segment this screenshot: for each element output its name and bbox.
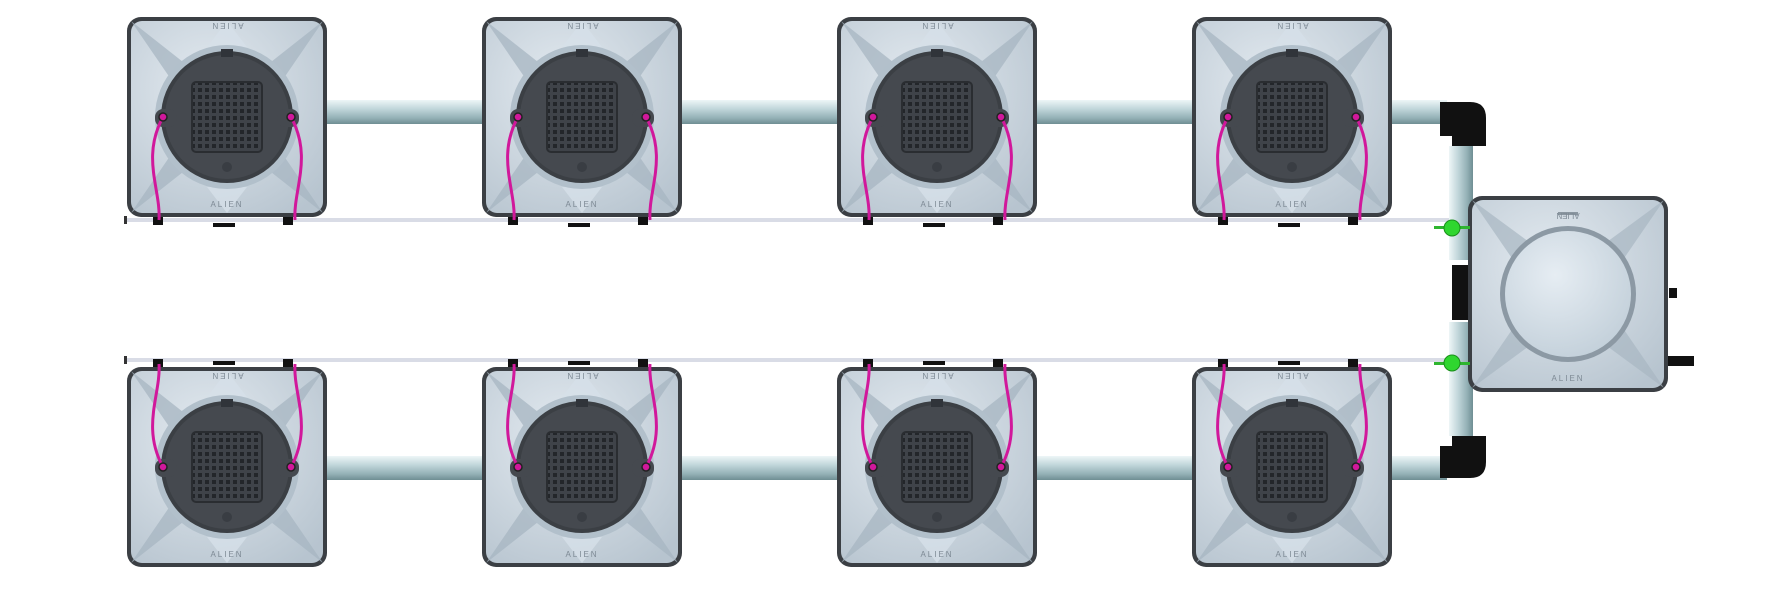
net-pot-icon bbox=[191, 431, 263, 503]
drip-line-icon bbox=[1354, 363, 1368, 468]
drip-line-icon bbox=[861, 363, 875, 468]
net-pot-icon bbox=[901, 81, 973, 153]
drip-emitter bbox=[158, 112, 168, 122]
tank-brand-label: ALIEN bbox=[1551, 374, 1584, 383]
drip-emitter bbox=[158, 462, 168, 472]
net-pot-icon bbox=[191, 81, 263, 153]
grow-pot-icon: ALIEN ALIEN bbox=[127, 359, 327, 567]
grow-pot-icon: ALIEN ALIEN bbox=[837, 359, 1037, 567]
drip-line-icon bbox=[506, 116, 520, 221]
svg-text:ALIEN: ALIEN bbox=[1275, 550, 1308, 559]
bottom-pipe-3 bbox=[1034, 456, 1194, 480]
drip-emitter bbox=[513, 112, 523, 122]
drip-emitter bbox=[1351, 462, 1361, 472]
valve-connector-icon bbox=[1443, 219, 1461, 237]
grow-pot-icon: ALIEN ALIEN bbox=[1192, 17, 1392, 227]
svg-text:ALIEN: ALIEN bbox=[920, 200, 953, 209]
drip-line-icon bbox=[151, 116, 165, 221]
drip-line-icon bbox=[644, 116, 658, 221]
net-pot-icon bbox=[1256, 431, 1328, 503]
drip-line-icon bbox=[644, 363, 658, 468]
svg-text:ALIEN: ALIEN bbox=[565, 371, 598, 380]
drip-line-icon bbox=[999, 116, 1013, 221]
valve-connector-icon bbox=[1443, 354, 1461, 372]
svg-text:ALIEN: ALIEN bbox=[920, 550, 953, 559]
pipes bbox=[324, 100, 1486, 480]
drip-line-icon bbox=[151, 363, 165, 468]
drip-emitter bbox=[868, 112, 878, 122]
valves bbox=[1434, 219, 1470, 372]
bottom-pipe-1 bbox=[324, 456, 484, 480]
net-pot-icon bbox=[901, 431, 973, 503]
top-pipe-4 bbox=[1389, 100, 1447, 124]
feed-lines bbox=[124, 216, 1452, 364]
svg-text:ALIEN: ALIEN bbox=[1275, 21, 1308, 30]
drip-emitter bbox=[996, 112, 1006, 122]
elbow-pipe-icon bbox=[1440, 436, 1486, 478]
grow-pot-icon: ALIEN ALIEN bbox=[482, 17, 682, 227]
top-feed-line bbox=[124, 218, 1452, 222]
svg-text:ALIEN: ALIEN bbox=[210, 550, 243, 559]
grow-pot-icon: ALIEN ALIEN bbox=[1192, 359, 1392, 567]
drip-emitter bbox=[1351, 112, 1361, 122]
svg-text:ALIEN: ALIEN bbox=[1275, 371, 1308, 380]
svg-text:ALIEN: ALIEN bbox=[920, 371, 953, 380]
drip-emitter bbox=[868, 462, 878, 472]
drip-emitter bbox=[641, 462, 651, 472]
drip-emitter bbox=[286, 462, 296, 472]
svg-text:ALIEN: ALIEN bbox=[210, 371, 243, 380]
net-pot-icon bbox=[1256, 81, 1328, 153]
drip-emitter bbox=[996, 462, 1006, 472]
pots-layer: ALIENALIENALIENALIENALIENALIENALIENALIEN… bbox=[127, 17, 1392, 567]
drip-line-icon bbox=[861, 116, 875, 221]
bottom-pipe-2 bbox=[679, 456, 839, 480]
top-pipe-3 bbox=[1034, 100, 1194, 124]
svg-text:ALIEN: ALIEN bbox=[210, 200, 243, 209]
drip-emitter bbox=[1223, 112, 1233, 122]
svg-text:ALIEN: ALIEN bbox=[565, 21, 598, 30]
drip-emitter bbox=[1223, 462, 1233, 472]
drip-emitter bbox=[286, 112, 296, 122]
svg-text:ALIEN: ALIEN bbox=[1275, 200, 1308, 209]
top-pipe-1 bbox=[324, 100, 484, 124]
svg-text:ALIEN: ALIEN bbox=[210, 21, 243, 30]
drip-emitter bbox=[513, 462, 523, 472]
grow-pot-icon: ALIEN ALIEN bbox=[837, 17, 1037, 227]
svg-text:ALIEN: ALIEN bbox=[565, 550, 598, 559]
grow-pot-icon: ALIEN ALIEN bbox=[482, 359, 682, 567]
svg-text:ALIEN: ALIEN bbox=[565, 200, 598, 209]
controller-tank: ALIEN ALIEN bbox=[1468, 196, 1694, 392]
tank-brand-mirrored: ALIEN bbox=[1556, 211, 1579, 220]
top-pipe-2 bbox=[679, 100, 839, 124]
drip-line-icon bbox=[506, 363, 520, 468]
net-pot-icon bbox=[546, 431, 618, 503]
grow-pot-icon: ALIEN ALIEN bbox=[127, 17, 327, 227]
drip-line-icon bbox=[999, 363, 1013, 468]
net-pot-icon bbox=[546, 81, 618, 153]
elbow-pipe-icon bbox=[1440, 102, 1486, 146]
svg-text:ALIEN: ALIEN bbox=[920, 21, 953, 30]
bottom-feed-line bbox=[124, 358, 1452, 362]
drip-line-icon bbox=[1354, 116, 1368, 221]
drip-emitter bbox=[641, 112, 651, 122]
bottom-pipe-4 bbox=[1389, 456, 1447, 480]
drip-line-icon bbox=[289, 363, 303, 468]
drip-line-icon bbox=[1216, 363, 1230, 468]
drip-line-icon bbox=[289, 116, 303, 221]
drip-line-icon bbox=[1216, 116, 1230, 221]
